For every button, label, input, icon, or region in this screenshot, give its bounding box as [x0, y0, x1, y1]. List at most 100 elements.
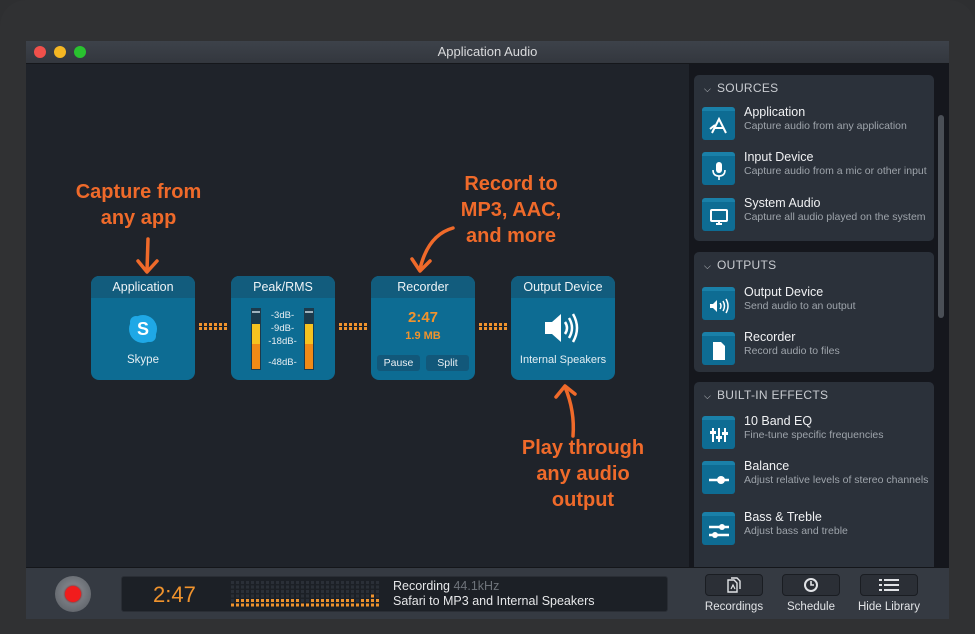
meter-cell: [351, 594, 354, 598]
chevron-down-icon: ⌵: [704, 261, 712, 271]
zoom-button[interactable]: [74, 46, 86, 58]
schedule-button[interactable]: Schedule: [772, 574, 850, 613]
meter-cell: [336, 585, 339, 589]
list-icon: [879, 579, 899, 591]
document-icon: [702, 332, 735, 365]
meter-cell: [231, 599, 234, 602]
meter-cell: [246, 590, 249, 593]
meter-cell: [306, 594, 309, 598]
meter-cell: [296, 594, 299, 598]
meter-cell: [231, 590, 234, 593]
meter-cell: [296, 603, 299, 607]
elapsed-time: 2:47: [153, 582, 196, 607]
meter-cell: [306, 590, 309, 593]
meter-cell: [316, 581, 319, 584]
library-item-input-device[interactable]: Input Device Capture audio from a mic or…: [702, 150, 932, 194]
library-item-system-audio[interactable]: System Audio Capture all audio played on…: [702, 196, 932, 240]
meter-cell: [311, 581, 314, 584]
app-store-icon: [702, 107, 735, 140]
meter-cell: [251, 585, 254, 589]
microphone-icon: [702, 152, 735, 185]
node-output-device[interactable]: Output Device Internal Speakers: [511, 276, 615, 380]
item-desc: Capture audio from any application: [744, 120, 907, 132]
meter-cell: [306, 599, 309, 602]
hide-library-button[interactable]: Hide Library: [850, 574, 928, 613]
meter-cell: [256, 603, 259, 607]
minimize-button[interactable]: [54, 46, 66, 58]
split-button[interactable]: Split: [426, 355, 469, 371]
meter-cell: [346, 594, 349, 598]
pause-button[interactable]: Pause: [377, 355, 420, 371]
meter-cell: [301, 585, 304, 589]
close-button[interactable]: [34, 46, 46, 58]
meter-cell: [231, 581, 234, 584]
app-window: Application Audio Capture from any app R…: [26, 41, 949, 619]
sidebar-scrollbar[interactable]: [938, 115, 944, 318]
meter-cell: [231, 603, 234, 607]
meter-cell: [251, 594, 254, 598]
meter-cell: [261, 585, 264, 589]
meter-cell: [336, 594, 339, 598]
meter-cell: [326, 581, 329, 584]
meter-cell: [261, 581, 264, 584]
library-item-balance[interactable]: Balance Adjust relative levels of stereo…: [702, 459, 932, 503]
section-header[interactable]: ⌵BUILT-IN EFFECTS: [694, 382, 934, 406]
node-title: Peak/RMS: [231, 276, 335, 298]
annotation-line: Capture from: [75, 181, 202, 203]
meter-cell: [361, 581, 364, 584]
item-title: Input Device: [744, 150, 814, 164]
library-item-bass-treble[interactable]: Bass & Treble Adjust bass and treble: [702, 510, 932, 554]
meter-cell: [246, 585, 249, 589]
node-application[interactable]: Application S Skype: [91, 276, 195, 380]
meter-cell: [281, 599, 284, 602]
meter-cell: [346, 603, 349, 607]
meter-cell: [236, 581, 239, 584]
library-item-output-device[interactable]: Output Device Send audio to an output: [702, 285, 932, 329]
item-desc: Capture audio from a mic or other input: [744, 165, 927, 177]
annotation-play: Play through any audio output: [513, 435, 653, 513]
meter-cell: [246, 603, 249, 607]
window-title: Application Audio: [437, 44, 538, 59]
meter-cell: [296, 599, 299, 602]
meter-cell: [306, 603, 309, 607]
annotation-line: output: [551, 489, 615, 511]
hide-library-label: Hide Library: [858, 601, 920, 613]
connector: [339, 323, 367, 330]
section-header[interactable]: ⌵SOURCES: [694, 75, 934, 99]
meter-cell: [286, 594, 289, 598]
meter-cell: [341, 603, 344, 607]
recordings-button[interactable]: Recordings: [695, 574, 773, 613]
meter-cell: [246, 594, 249, 598]
title-bar: Application Audio: [26, 41, 949, 64]
meter-cell: [311, 590, 314, 593]
record-button[interactable]: [55, 576, 91, 612]
scale-label: -3dB-: [270, 310, 295, 321]
meter-cell: [336, 599, 339, 602]
library-item-recorder[interactable]: Recorder Record audio to files: [702, 330, 932, 374]
node-recorder[interactable]: Recorder 2:47 1.9 MB Pause Split: [371, 276, 475, 380]
meter-cell: [326, 590, 329, 593]
meter-cell: [231, 594, 234, 598]
meter-scale: -3dB- -9dB- -18dB- -48dB-: [261, 309, 304, 369]
meter-cell: [271, 585, 274, 589]
node-title: Application: [91, 276, 195, 298]
clock-icon: [804, 578, 818, 592]
annotation-line: any app: [100, 207, 177, 229]
meter-cell: [291, 585, 294, 589]
meter-cell: [276, 594, 279, 598]
meter-cell: [351, 581, 354, 584]
meter-cell: [376, 585, 379, 589]
record-icon: [65, 586, 81, 602]
meter-cell: [251, 599, 254, 602]
meter-cell: [361, 603, 364, 607]
meter-cell: [241, 594, 244, 598]
item-title: System Audio: [744, 196, 821, 210]
section-title: OUTPUTS: [717, 258, 777, 272]
node-peak-rms[interactable]: Peak/RMS -3dB- -9dB- -18dB- -48dB-: [231, 276, 335, 380]
meter-cell: [256, 590, 259, 593]
library-item-10-band-eq[interactable]: 10 Band EQ Fine-tune specific frequencie…: [702, 414, 932, 458]
meter-cell: [336, 590, 339, 593]
library-item-application[interactable]: Application Capture audio from any appli…: [702, 105, 932, 149]
meter-cell: [341, 581, 344, 584]
section-header[interactable]: ⌵ OUTPUTS: [694, 252, 934, 276]
